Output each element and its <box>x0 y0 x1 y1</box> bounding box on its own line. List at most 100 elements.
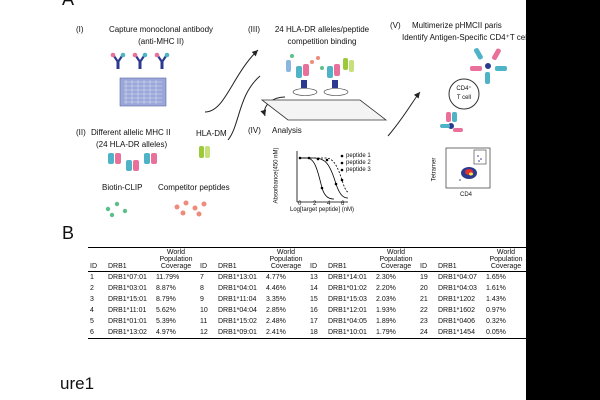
analysis-ylabel: Absorbance(450 nM) <box>273 147 280 204</box>
step-v-subtitle: Identify Antigen-Specific CD4⁺T cel <box>402 33 528 42</box>
table-cell: 2.20% <box>376 285 396 292</box>
table-cell: 18 <box>308 327 326 339</box>
legend-peptide-2: peptide 2 <box>346 160 371 166</box>
step-v-number: (V) <box>390 21 401 30</box>
table-cell: DRB1*09:01 <box>216 327 264 339</box>
step-v-title: Multimerize pHMCII paris <box>412 21 502 30</box>
table-cell: 8.87% <box>156 285 176 292</box>
header-coverage: World Population Coverage <box>484 247 528 272</box>
analysis-xtick-3: 6 <box>341 201 345 207</box>
table-cell: DRB1*01:02 <box>328 285 367 292</box>
table-cell: 8.79% <box>156 296 176 303</box>
table-cell: 8 <box>200 285 204 292</box>
table-cell: 4.97% <box>154 327 198 339</box>
table-cell: 2.03% <box>376 296 396 303</box>
table-cell: 1.93% <box>376 307 396 314</box>
biotin-clip-icon <box>105 201 128 218</box>
table-cell: DRB1*13:02 <box>106 327 154 339</box>
cd4-t-cell <box>448 78 480 110</box>
table-cell: DRB1*04:05 <box>328 318 367 325</box>
header-id: ID <box>88 247 106 272</box>
table-cell: 4.46% <box>266 285 286 292</box>
analysis-chart <box>296 151 349 203</box>
table-cell: DRB1*04:01 <box>218 285 257 292</box>
table-cell: 12 <box>198 327 216 339</box>
table-cell: 23 <box>420 318 428 325</box>
header-id: ID <box>308 247 326 272</box>
t-cell-label-2: T cell <box>456 95 472 101</box>
step-ii-subtitle: (24 HLA-DR alleles) <box>96 140 168 149</box>
table-cell: 2.48% <box>266 318 286 325</box>
table-cell: DRB1*04:07 <box>438 274 477 281</box>
table-cell: 3.35% <box>266 296 286 303</box>
table-cell: 22 <box>420 307 428 314</box>
header-drb1: DRB1 <box>216 247 264 272</box>
table-cell: 0.05% <box>484 327 528 339</box>
step-ii-title: Different allelic MHC II <box>91 128 171 137</box>
competitor-peptides-icon <box>174 200 207 217</box>
table-header-row: ID DRB1 World Population Coverage ID DRB… <box>88 247 528 272</box>
table-cell: 6 <box>88 327 106 339</box>
table-cell: 1.65% <box>486 274 506 281</box>
step-i-number: (I) <box>76 25 84 34</box>
hla-allele-table: ID DRB1 World Population Coverage ID DRB… <box>88 247 528 339</box>
t-cell-label-1: CD4⁺ <box>456 86 472 92</box>
flow-ylabel: Tetramer <box>431 157 438 182</box>
table-cell: 1.61% <box>486 285 506 292</box>
peptide-2-curve <box>300 157 335 200</box>
table-cell: 4 <box>90 307 94 314</box>
flow-xlabel: CD4 <box>460 192 473 198</box>
table-cell: DRB1*1602 <box>438 307 475 314</box>
table-cell: 11 <box>200 318 208 325</box>
table-cell: DRB1*04:04 <box>218 307 257 314</box>
header-coverage: World Population Coverage <box>154 247 198 272</box>
table-cell: 5.39% <box>156 318 176 325</box>
multimer-icon <box>470 48 507 84</box>
table-cell: 1 <box>90 274 94 281</box>
header-drb1: DRB1 <box>436 247 484 272</box>
table-cell: DRB1*15:01 <box>108 296 147 303</box>
step-i-title: Capture monoclonal antibody <box>108 25 214 34</box>
legend-peptide-3: peptide 3 <box>346 167 371 173</box>
hla-dm-icon <box>199 146 210 158</box>
step-i-subtitle: (anti-MHC II) <box>138 37 184 46</box>
microplate-icon <box>119 77 167 107</box>
table-cell: 1.43% <box>486 296 506 303</box>
competition-plate-icon <box>260 54 388 121</box>
legend-peptide-1: peptide 1 <box>346 153 371 159</box>
tcr-complex-icon <box>440 112 463 132</box>
table-cell: DRB1*12:01 <box>328 307 367 314</box>
table-cell: 21 <box>420 296 428 303</box>
table-cell: DRB1*0406 <box>438 318 475 325</box>
table-cell: DRB1*11:04 <box>218 296 257 303</box>
step-iv-title: Analysis <box>272 126 302 135</box>
analysis-xtick-1: 2 <box>313 201 317 207</box>
analysis-xtick-0: 0 <box>298 201 302 207</box>
table-cell: 2.30% <box>376 274 396 281</box>
table-cell: 0.97% <box>486 307 506 314</box>
header-coverage: World Population Coverage <box>264 247 308 272</box>
header-drb1: DRB1 <box>326 247 374 272</box>
table-cell: 2.85% <box>266 307 286 314</box>
table-cell: DRB1*15:02 <box>218 318 257 325</box>
table-cell: DRB1*07:01 <box>108 274 147 281</box>
analysis-xlabel: Log[target peptide] (nM) <box>290 207 355 213</box>
table-cell: 11.79% <box>156 274 180 281</box>
arrow-step-iv-to-v <box>387 91 421 137</box>
table-cell: 4.77% <box>266 274 286 281</box>
table-cell: 1.89% <box>376 318 396 325</box>
arrow-step-i-to-iii <box>204 49 259 113</box>
table-cell: 9 <box>200 296 204 303</box>
table-cell: 0.32% <box>486 318 506 325</box>
table-cell: DRB1*01:01 <box>108 318 147 325</box>
step-iii-number: (III) <box>248 25 260 34</box>
table-cell: 5.62% <box>156 307 176 314</box>
table-cell: 15 <box>310 296 318 303</box>
step-iii-subtitle: competition binding <box>287 37 357 46</box>
table-cell: DRB1*13:01 <box>218 274 257 281</box>
header-drb1: DRB1 <box>106 247 154 272</box>
